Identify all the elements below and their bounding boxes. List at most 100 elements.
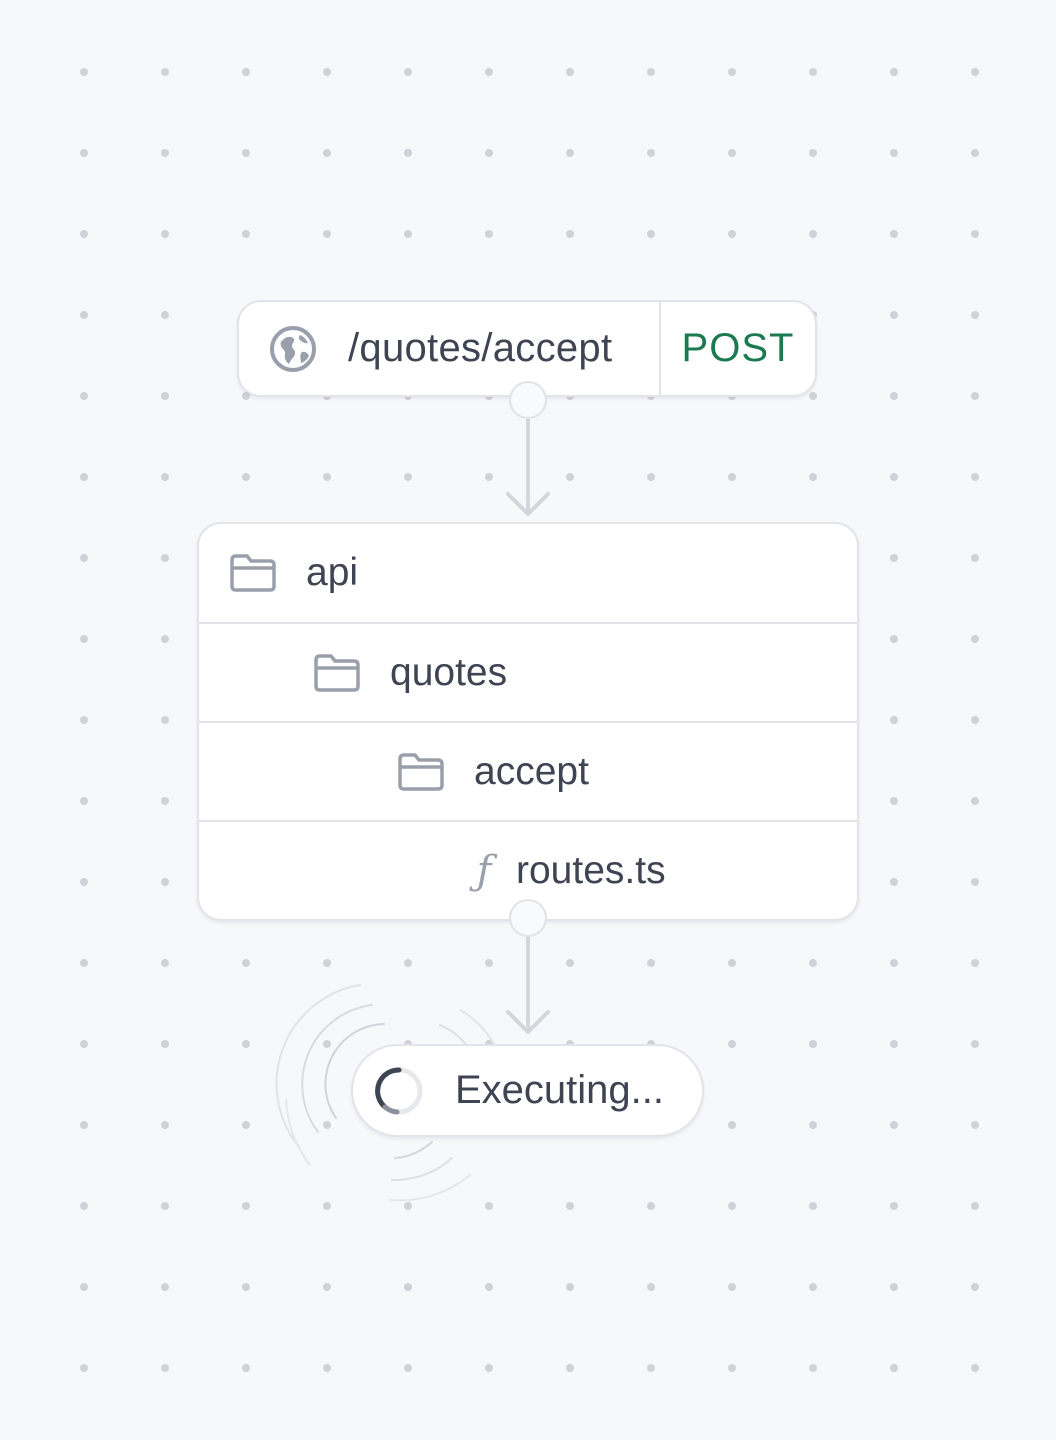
grid-dot (971, 1121, 979, 1129)
grid-dot (890, 311, 898, 319)
grid-dot (323, 1364, 331, 1372)
grid-dot (971, 1202, 979, 1210)
grid-dot (242, 1283, 250, 1291)
tree-row-routes-ts[interactable]: ƒ routes.ts (199, 820, 857, 919)
grid-dot (971, 878, 979, 886)
grid-dot (80, 1040, 88, 1048)
grid-dot (566, 149, 574, 157)
grid-dot (809, 68, 817, 76)
grid-dot (728, 1202, 736, 1210)
endpoint-node[interactable]: /quotes/accept POST (237, 300, 817, 397)
grid-dot (242, 1121, 250, 1129)
grid-dot (80, 230, 88, 238)
grid-dot (647, 68, 655, 76)
grid-dot (809, 392, 817, 400)
grid-dot (242, 392, 250, 400)
tree-row-api[interactable]: api (199, 524, 857, 622)
grid-dot (242, 149, 250, 157)
grid-dot (161, 1040, 169, 1048)
grid-dot (404, 473, 412, 481)
tree-row-quotes[interactable]: quotes (199, 622, 857, 721)
grid-dot (404, 959, 412, 967)
endpoint-method-section: POST (661, 302, 815, 395)
grid-dot (971, 1040, 979, 1048)
tree-row-label: routes.ts (516, 848, 666, 892)
grid-dot (971, 554, 979, 562)
grid-dot (566, 959, 574, 967)
grid-dot (80, 554, 88, 562)
grid-dot (404, 1202, 412, 1210)
grid-dot (890, 716, 898, 724)
grid-dot (80, 473, 88, 481)
grid-dot (971, 797, 979, 805)
grid-dot (890, 1121, 898, 1129)
grid-dot (242, 1364, 250, 1372)
grid-dot (242, 473, 250, 481)
function-icon: ƒ (476, 847, 492, 894)
grid-dot (404, 1364, 412, 1372)
grid-dot (971, 473, 979, 481)
grid-dot (161, 635, 169, 643)
grid-dot (728, 149, 736, 157)
tree-row-accept[interactable]: accept (199, 721, 857, 820)
folder-icon (230, 554, 276, 592)
grid-dot (80, 392, 88, 400)
grid-dot (485, 68, 493, 76)
grid-dot (404, 149, 412, 157)
grid-dot (323, 68, 331, 76)
grid-dot (404, 68, 412, 76)
grid-dot (485, 1283, 493, 1291)
grid-dot (647, 149, 655, 157)
grid-dot (728, 1040, 736, 1048)
grid-dot (242, 959, 250, 967)
grid-dot (647, 1202, 655, 1210)
grid-dot (809, 1202, 817, 1210)
tree-row-label: quotes (390, 650, 508, 694)
grid-dot (242, 68, 250, 76)
grid-dot (890, 230, 898, 238)
grid-dot (809, 149, 817, 157)
grid-dot (161, 878, 169, 886)
grid-dot (728, 1121, 736, 1129)
grid-dot (485, 1202, 493, 1210)
grid-dot (971, 230, 979, 238)
grid-dot (161, 797, 169, 805)
grid-dot (890, 959, 898, 967)
grid-dot (890, 797, 898, 805)
grid-dot (161, 1364, 169, 1372)
execution-status-node: Executing... (351, 1044, 704, 1137)
grid-dot (809, 1283, 817, 1291)
file-tree-node[interactable]: api quotes accept ƒ routes.ts (197, 522, 859, 921)
grid-dot (323, 230, 331, 238)
grid-dot (161, 311, 169, 319)
grid-dot (809, 959, 817, 967)
grid-dot (566, 1364, 574, 1372)
grid-dot (80, 68, 88, 76)
grid-dot (809, 1121, 817, 1129)
grid-dot (890, 635, 898, 643)
grid-dot (161, 68, 169, 76)
grid-dot (971, 959, 979, 967)
grid-dot (728, 1364, 736, 1372)
grid-dot (80, 716, 88, 724)
grid-dot (161, 1283, 169, 1291)
spinner-icon (375, 1066, 423, 1114)
grid-dot (161, 1202, 169, 1210)
grid-dot (809, 230, 817, 238)
arrowhead-down-icon (506, 1010, 550, 1034)
grid-dot (566, 68, 574, 76)
grid-dot (809, 1040, 817, 1048)
tree-row-label: api (306, 551, 359, 594)
grid-dot (80, 149, 88, 157)
grid-dot (485, 149, 493, 157)
grid-dot (890, 68, 898, 76)
grid-dot (890, 473, 898, 481)
grid-dot (161, 230, 169, 238)
http-method-badge: POST (681, 326, 795, 370)
grid-dot (728, 1283, 736, 1291)
grid-dot (566, 1202, 574, 1210)
grid-dot (161, 554, 169, 562)
grid-dot (323, 959, 331, 967)
grid-dot (323, 473, 331, 481)
grid-dot (80, 878, 88, 886)
